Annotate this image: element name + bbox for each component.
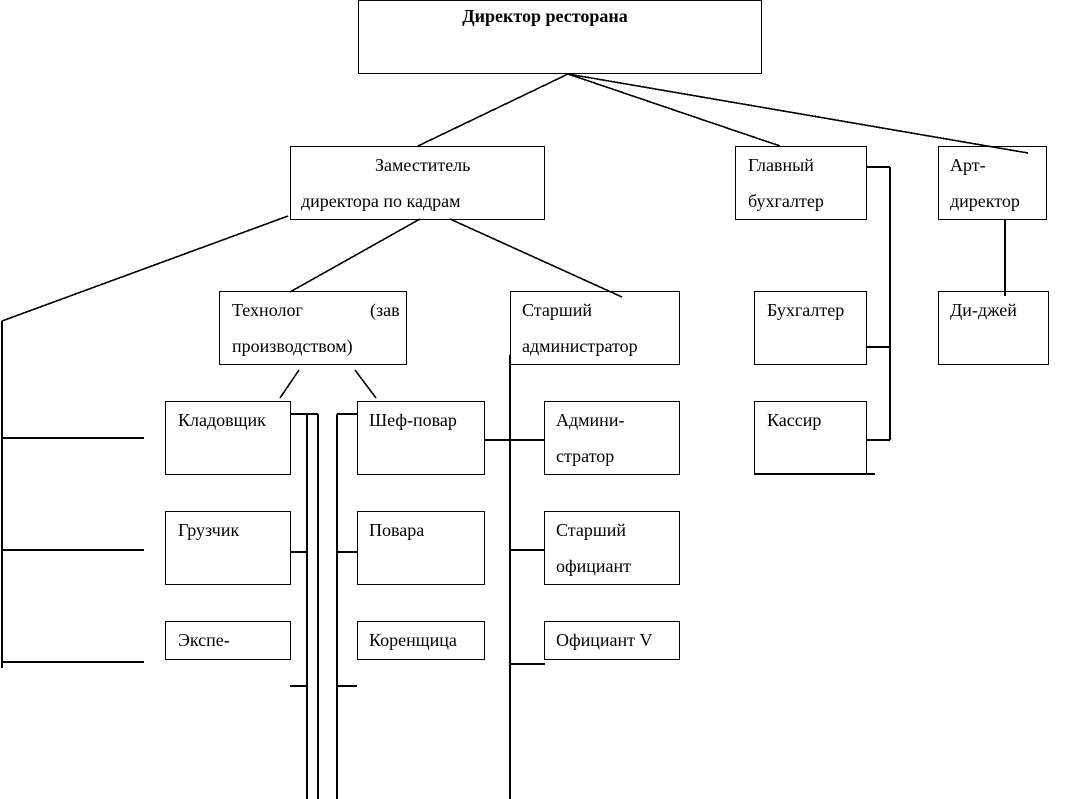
connector-technologist-storekeeper [279, 369, 300, 399]
node-deputy-hr-line1: Заместитель [375, 155, 471, 175]
node-cooks-label: Повара [369, 520, 425, 540]
node-root-worker: Коренщица [357, 621, 485, 660]
node-storekeeper: Кладовщик [165, 401, 291, 475]
connector-director-chief-accountant [567, 73, 781, 147]
connector-technologist-chef [354, 369, 377, 399]
node-senior-admin-line2: администратор [522, 336, 638, 356]
node-root-worker-label: Коренщица [369, 630, 457, 650]
node-senior-admin: Старший администратор [510, 291, 680, 365]
node-cashier: Кассир [754, 401, 867, 475]
node-art-director-line2: директор [950, 191, 1020, 211]
node-senior-waiter-line1: Старший [556, 520, 626, 540]
node-chief-accountant-line2: бухгалтер [748, 191, 824, 211]
node-loader: Грузчик [165, 511, 291, 585]
node-accountant-label: Бухгалтер [767, 300, 845, 320]
node-storekeeper-label: Кладовщик [178, 410, 266, 430]
connector-director-art-director [567, 73, 1029, 154]
node-administrator: Админи- стратор [544, 401, 680, 475]
node-deputy-hr: Заместитель директора по кадрам [290, 146, 545, 220]
node-chief-accountant-line1: Главный [748, 155, 814, 175]
connector-deputy-technologist [289, 218, 421, 293]
node-chef-label: Шеф-повар [369, 410, 457, 430]
node-technologist-line1: Технолог (зав [220, 292, 406, 328]
node-technologist-line1-left: Технолог [232, 300, 303, 320]
node-expeditor-label: Экспе- [178, 630, 230, 650]
node-administrator-line2: стратор [556, 446, 615, 466]
connector-deputy-left-branch [1, 215, 289, 322]
node-deputy-hr-line2: директора по кадрам [301, 191, 461, 211]
connector-deputy-senior-admin [449, 218, 623, 298]
node-director-label: Директор ресторана [462, 6, 628, 26]
node-dj: Ди-джей [938, 291, 1049, 365]
node-director: Директор ресторана [358, 0, 762, 74]
node-technologist-line2: производством) [232, 336, 353, 356]
node-loader-label: Грузчик [178, 520, 240, 540]
connector-director-deputy [417, 73, 569, 147]
node-cashier-label: Кассир [767, 410, 822, 430]
node-senior-waiter: Старший официант [544, 511, 680, 585]
node-art-director-line1: Арт- [950, 155, 986, 175]
node-dj-label: Ди-джей [950, 300, 1017, 320]
node-art-director: Арт- директор [938, 146, 1047, 220]
node-waiters-label: Официант V [556, 630, 653, 650]
node-technologist-line1-right: (зав [370, 300, 400, 320]
node-senior-admin-line1: Старший [522, 300, 592, 320]
node-expeditor: Экспе- [165, 621, 291, 660]
node-senior-waiter-line2: официант [556, 556, 632, 576]
node-accountant: Бухгалтер [754, 291, 867, 365]
node-chief-accountant: Главный бухгалтер [735, 146, 867, 220]
node-waiters: Официант V [544, 621, 680, 660]
node-chef: Шеф-повар [357, 401, 485, 475]
node-technologist: Технолог (зав производством) [219, 291, 407, 365]
node-administrator-line1: Админи- [556, 410, 625, 430]
node-cooks: Повара [357, 511, 485, 585]
